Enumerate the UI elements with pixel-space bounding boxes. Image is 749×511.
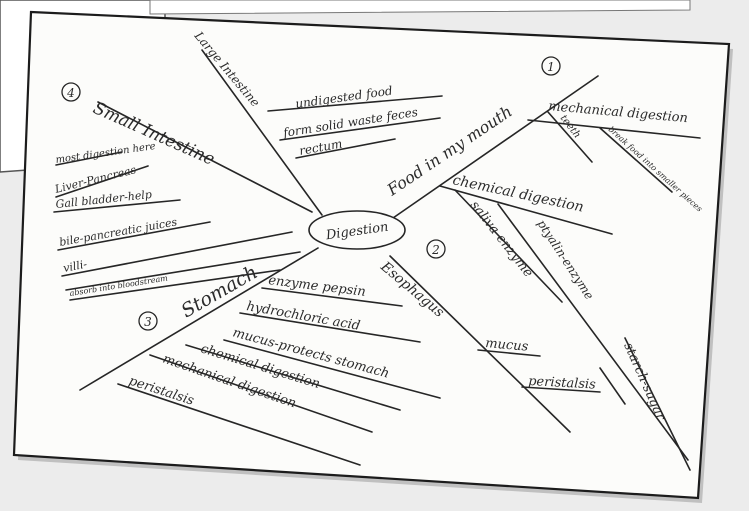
branch-number: 3 [144, 315, 152, 329]
detail-text: mucus [485, 336, 529, 355]
center-node: Digestion [308, 210, 406, 250]
branch-number-badge [61, 82, 81, 102]
branch-number: 2 [431, 243, 440, 257]
paper-card [12, 10, 733, 503]
branch-number-badge [138, 311, 158, 331]
spine-esophagus [389, 255, 571, 433]
branch-number-badge [426, 239, 446, 259]
branch-number-badge [541, 56, 561, 76]
detail-text: peristalsis [528, 374, 597, 393]
spine-large-intestine [201, 49, 323, 216]
branch-number: 4 [66, 86, 75, 100]
mind-map-lines [53, 49, 701, 471]
detail-text: villi- [62, 258, 88, 275]
spine-stomach [79, 247, 319, 391]
spine-mouth [392, 75, 599, 219]
branch-number: 1 [547, 60, 555, 74]
spine-small-intestine [97, 101, 313, 213]
